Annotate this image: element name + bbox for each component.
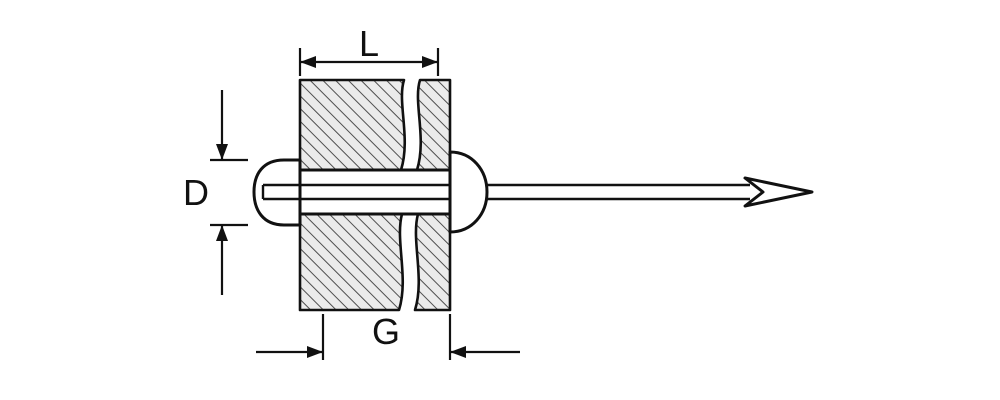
L-dimension-label: L: [359, 23, 379, 64]
plate-bottom-right-section: [413, 212, 452, 312]
dimension-length-L: L: [298, 23, 440, 76]
D-arrowhead-top: [216, 144, 228, 160]
D-dimension-label: D: [183, 172, 209, 213]
G-dimension-label: G: [372, 311, 400, 352]
rivet-sleeve-fill: [300, 170, 450, 214]
blind-side-bulge: [448, 150, 489, 234]
plate-top-right-section: [415, 78, 452, 172]
plate-bottom-left-section: [298, 212, 405, 312]
L-arrowhead-right: [422, 56, 438, 68]
mandrel-pointed-tip: [743, 176, 814, 208]
dimension-diameter-D: D: [183, 90, 248, 295]
G-arrowhead-left: [307, 346, 323, 358]
rivet-dome-head: [252, 158, 302, 227]
plate-top-left-section: [298, 78, 407, 172]
material-plate: [298, 78, 452, 312]
D-arrowhead-bottom: [216, 225, 228, 241]
L-arrowhead-left: [300, 56, 316, 68]
G-arrowhead-right: [450, 346, 466, 358]
dimension-grip-G: G: [256, 311, 520, 360]
rivet: [252, 150, 814, 234]
